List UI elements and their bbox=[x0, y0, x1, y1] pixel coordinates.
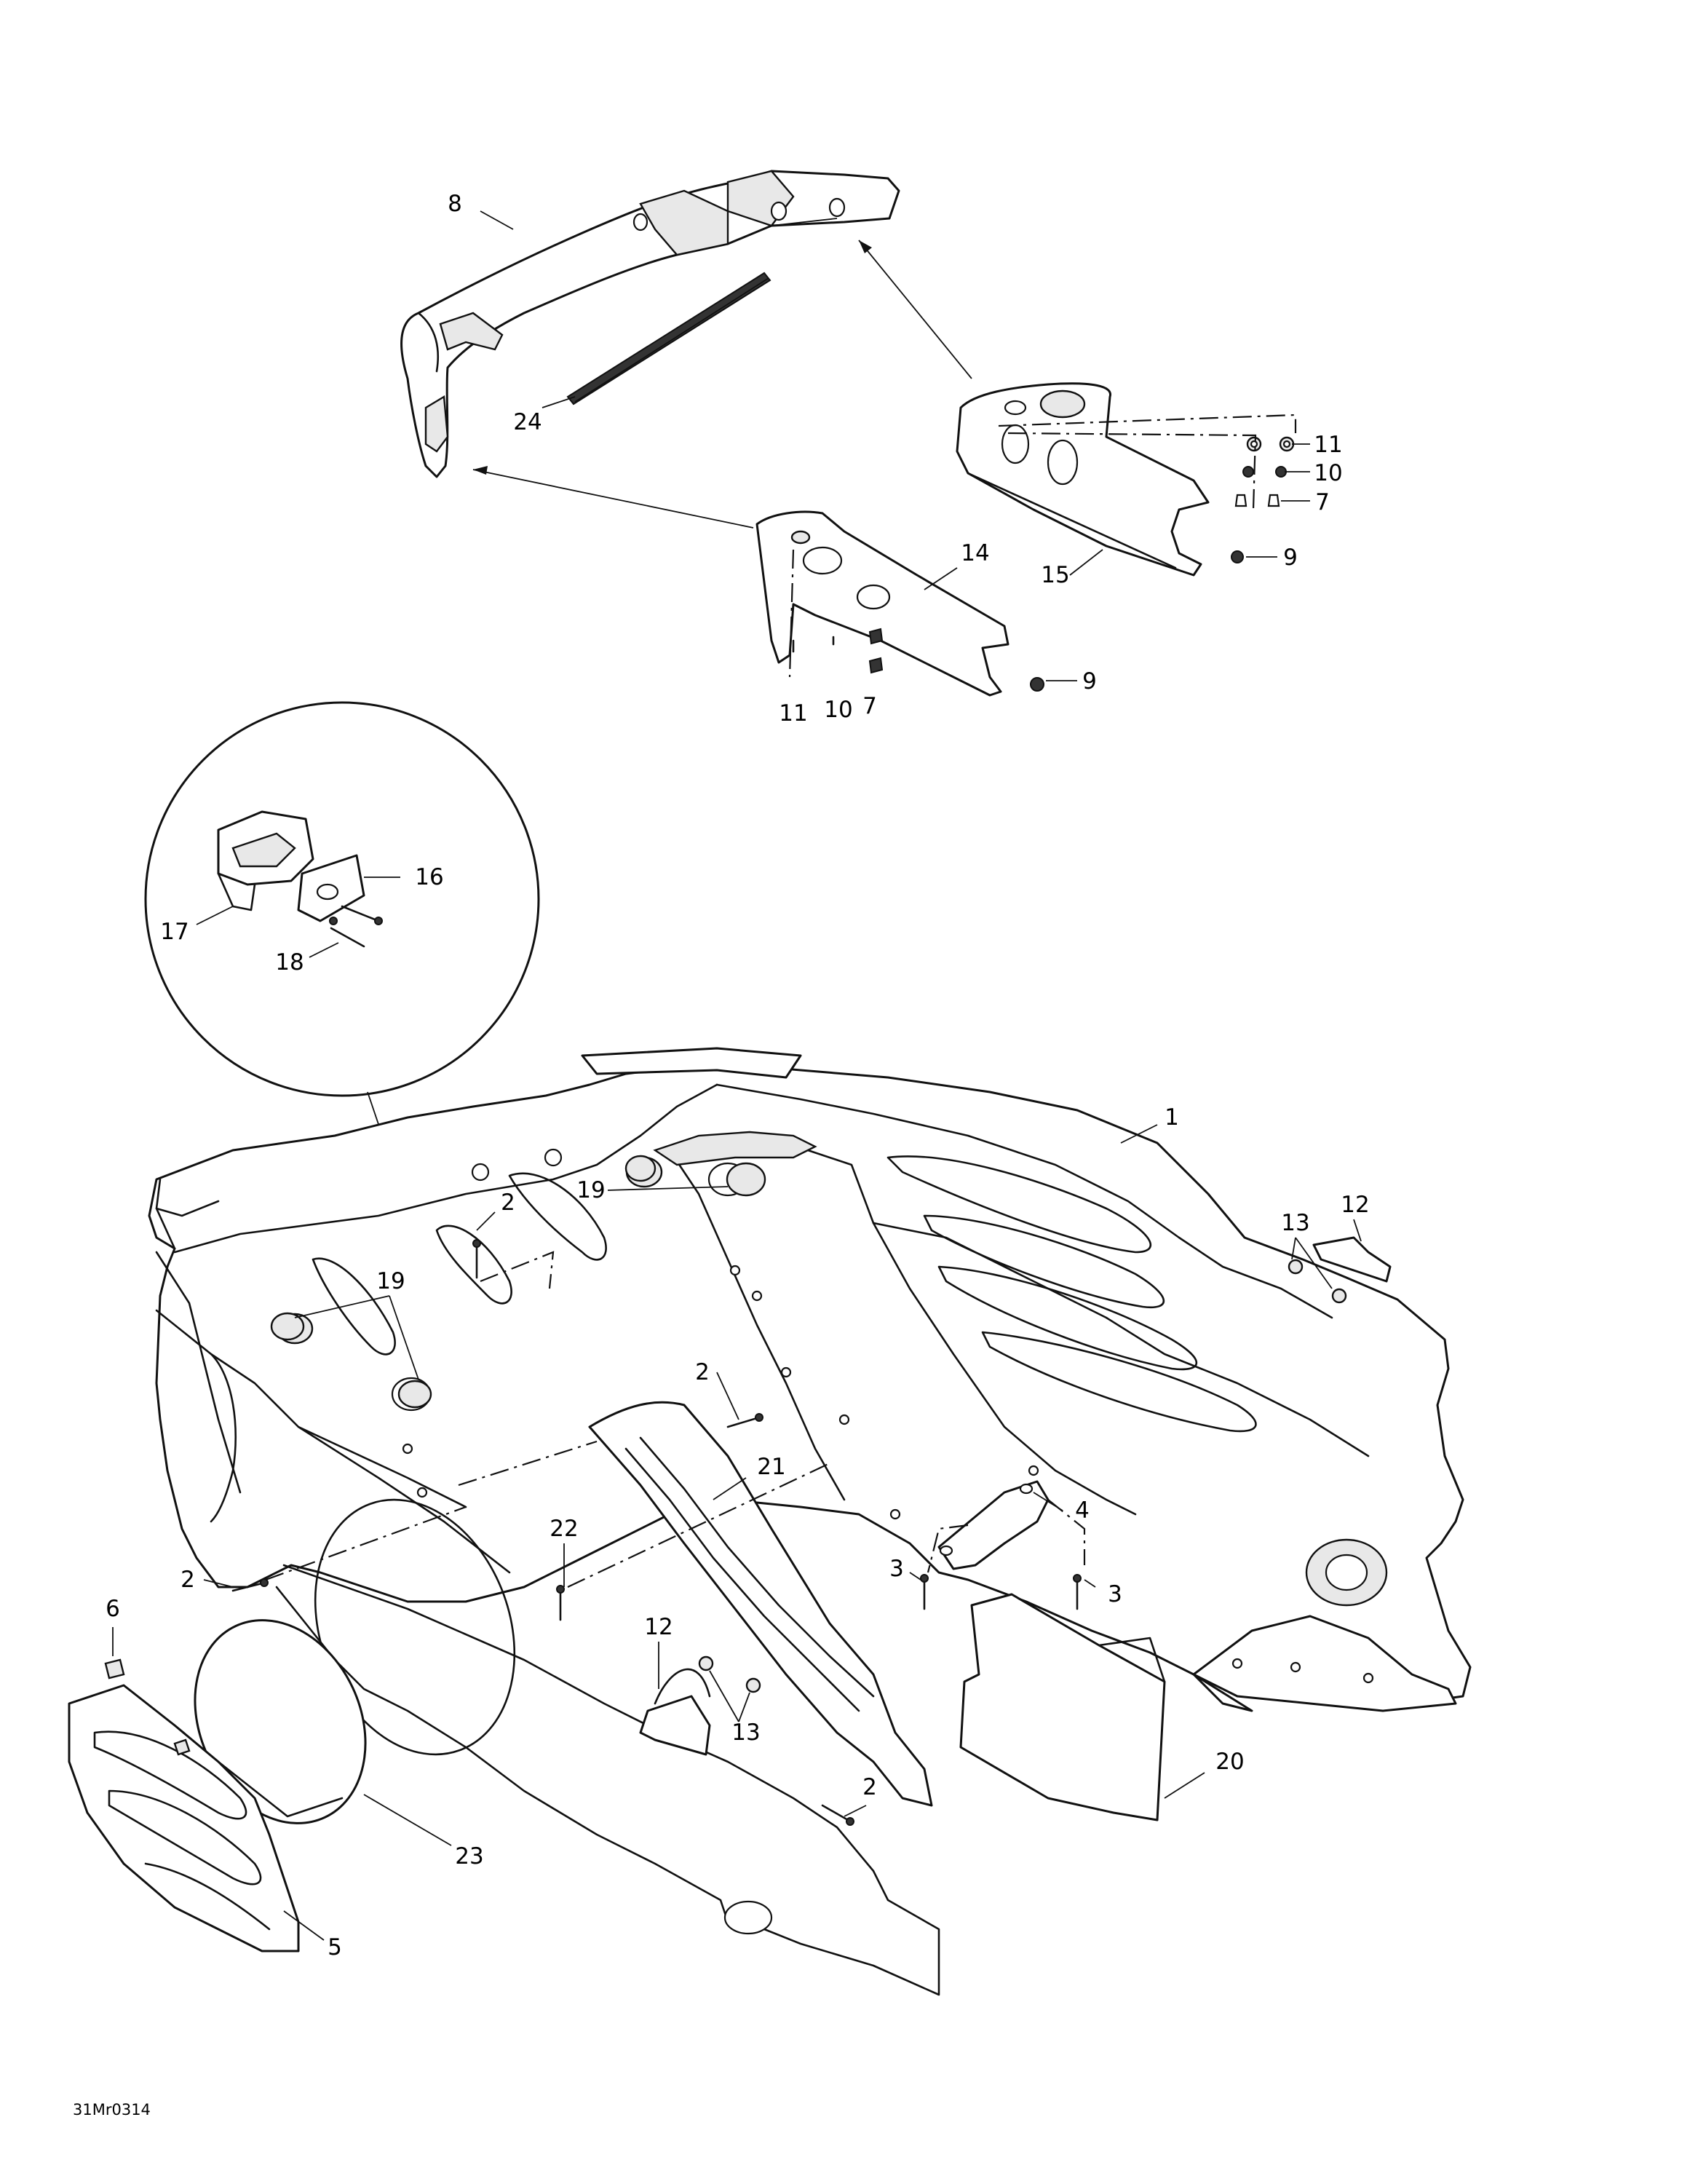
callout-10-left: 10 bbox=[824, 697, 852, 723]
alignment-lines bbox=[265, 1251, 1086, 1588]
callout-15: 15 bbox=[1041, 562, 1069, 588]
callout-13-right: 13 bbox=[1281, 1210, 1309, 1236]
callout-10-right: 10 bbox=[1314, 460, 1342, 486]
clip-part bbox=[104, 1658, 125, 1679]
callout-18: 18 bbox=[275, 949, 304, 976]
callout-7-left: 7 bbox=[862, 693, 877, 719]
callout-24: 24 bbox=[513, 409, 542, 435]
callout-2-upper: 2 bbox=[501, 1190, 515, 1216]
assembly-arrows bbox=[472, 240, 972, 529]
callout-19-upper: 19 bbox=[576, 1177, 605, 1203]
callout-2-left: 2 bbox=[181, 1567, 195, 1593]
callout-9-left: 9 bbox=[1082, 668, 1097, 695]
callout-20: 20 bbox=[1215, 1749, 1244, 1775]
detail-inset bbox=[144, 701, 540, 1318]
callout-3-left: 3 bbox=[889, 1556, 904, 1582]
callout-11-left: 11 bbox=[779, 700, 807, 727]
callout-14: 14 bbox=[961, 540, 989, 566]
callout-11-right: 11 bbox=[1314, 432, 1342, 458]
callout-21: 21 bbox=[757, 1454, 785, 1480]
center-strip-part bbox=[588, 1401, 933, 1807]
foam-block-part bbox=[959, 1593, 1166, 1821]
grommet-parts bbox=[270, 1155, 766, 1409]
callout-12-lower: 12 bbox=[644, 1614, 673, 1640]
callout-22: 22 bbox=[550, 1516, 578, 1542]
callout-9-right: 9 bbox=[1283, 545, 1298, 571]
right-bumper-bracket-part bbox=[956, 382, 1210, 577]
round-panel-part bbox=[194, 1619, 367, 1824]
rivet-parts bbox=[231, 1239, 1082, 1826]
callout-19-lower: 19 bbox=[376, 1268, 405, 1294]
callout-labels: 8 24 11 10 7 9 15 14 9 11 10 7 16 17 18 … bbox=[73, 191, 1370, 2118]
fastener-group-left bbox=[792, 628, 1044, 692]
small-bracket-parts bbox=[639, 1236, 1392, 1756]
side-panel-part bbox=[68, 1684, 300, 1952]
callout-8: 8 bbox=[448, 191, 462, 217]
figure-code: 31Mr0314 bbox=[73, 2101, 151, 2118]
callout-3-right: 3 bbox=[1108, 1581, 1122, 1607]
mount-bracket-part bbox=[937, 1480, 1050, 1570]
callout-17: 17 bbox=[160, 919, 189, 945]
callout-23: 23 bbox=[455, 1843, 483, 1870]
callout-13-lower: 13 bbox=[731, 1720, 760, 1746]
belly-pan-part bbox=[148, 1047, 1472, 1996]
rear-bumper-part bbox=[400, 170, 900, 478]
callout-12-right: 12 bbox=[1341, 1192, 1369, 1218]
callout-6: 6 bbox=[106, 1596, 120, 1622]
fastener-group-right bbox=[1231, 436, 1295, 563]
callout-2-middle: 2 bbox=[695, 1359, 710, 1385]
trim-strip-part bbox=[566, 272, 771, 405]
callout-4: 4 bbox=[1075, 1497, 1090, 1524]
left-bumper-bracket-part bbox=[755, 510, 1009, 697]
callout-5: 5 bbox=[328, 1934, 342, 1961]
callout-16: 16 bbox=[415, 864, 443, 890]
leader-lines bbox=[112, 210, 1362, 1941]
callout-2-lower: 2 bbox=[862, 1774, 877, 1800]
callout-7-right: 7 bbox=[1315, 489, 1330, 515]
callout-1: 1 bbox=[1165, 1104, 1179, 1131]
